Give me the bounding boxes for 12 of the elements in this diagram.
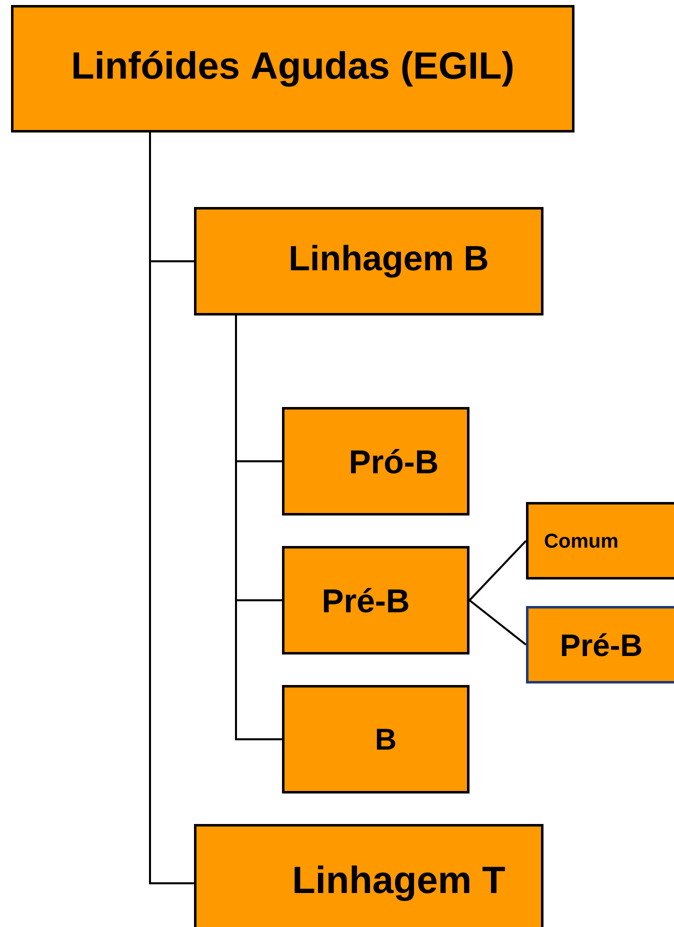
connector-line (468, 540, 527, 601)
tree-box: Comum (526, 502, 674, 580)
connector-line (149, 132, 194, 884)
tree-box: Pré-B (282, 546, 470, 654)
tree-box: Pré-B (526, 606, 674, 684)
tree-box: Linhagem B (194, 207, 544, 316)
tree-box: Pró-B (282, 407, 470, 516)
tree-box: B (282, 685, 470, 794)
tree-box: Linfóides Agudas (EGIL) (11, 5, 574, 132)
connector-line (468, 599, 527, 646)
connector-line (235, 316, 282, 740)
tree-box: Linhagem T (194, 824, 544, 927)
